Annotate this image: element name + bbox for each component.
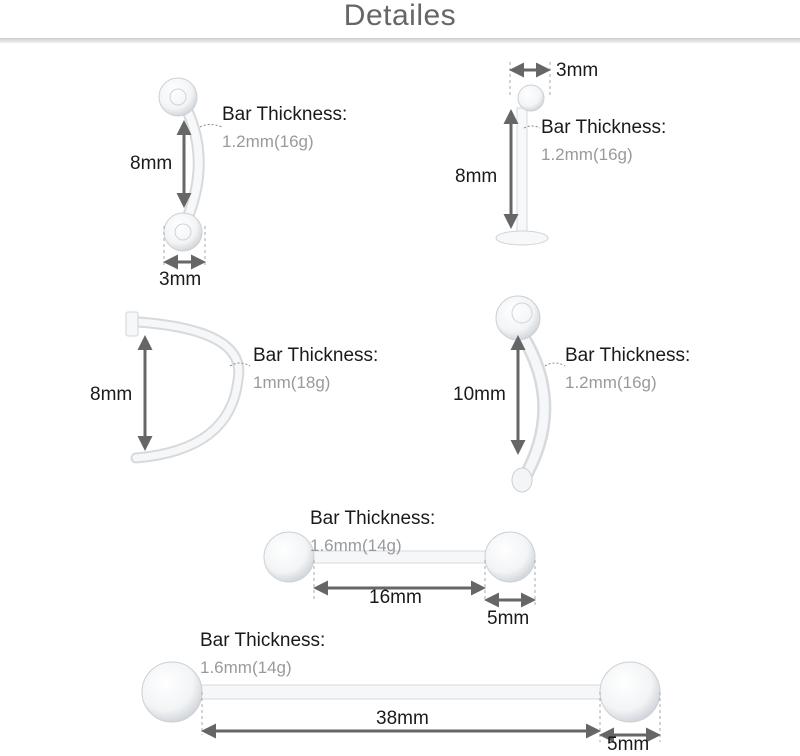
- page-title: Detailes: [343, 0, 457, 32]
- length-value: 10mm: [453, 384, 506, 405]
- ball-size-value: 3mm: [159, 269, 202, 290]
- bar-thickness-label: Bar Thickness:: [222, 104, 348, 125]
- belly-curve-image: [495, 295, 566, 493]
- bar-thickness-label: Bar Thickness:: [565, 345, 691, 366]
- ball-size-value: 5mm: [487, 608, 530, 629]
- bar-thickness-label: Bar Thickness:: [541, 117, 667, 138]
- nose-hoop-image: [125, 311, 251, 464]
- length-value: 8mm: [90, 384, 133, 405]
- gauge-value: 1.6mm(14g): [200, 658, 292, 677]
- length-value: 8mm: [130, 153, 173, 174]
- labret-image: [495, 62, 551, 246]
- length-value: 38mm: [376, 708, 429, 729]
- ball-size-value: 3mm: [556, 60, 599, 81]
- length-value: 8mm: [455, 166, 498, 187]
- bar-thickness-label: Bar Thickness:: [310, 508, 436, 529]
- bar-thickness-label: Bar Thickness:: [253, 345, 379, 366]
- ball-size-value: 5mm: [607, 734, 650, 755]
- gauge-value: 1.6mm(14g): [310, 536, 402, 555]
- gauge-value: 1mm(18g): [253, 373, 331, 392]
- gauge-value: 1.2mm(16g): [565, 373, 657, 392]
- gauge-value: 1.2mm(16g): [222, 132, 314, 151]
- title-divider: [0, 38, 800, 43]
- straight-barbell-long-image: [141, 661, 661, 743]
- length-value: 16mm: [369, 587, 422, 608]
- gauge-value: 1.2mm(16g): [541, 145, 633, 164]
- curved-barbell-small-image: [158, 77, 223, 270]
- straight-barbell-short-image: [263, 531, 536, 608]
- bar-thickness-label: Bar Thickness:: [200, 630, 326, 651]
